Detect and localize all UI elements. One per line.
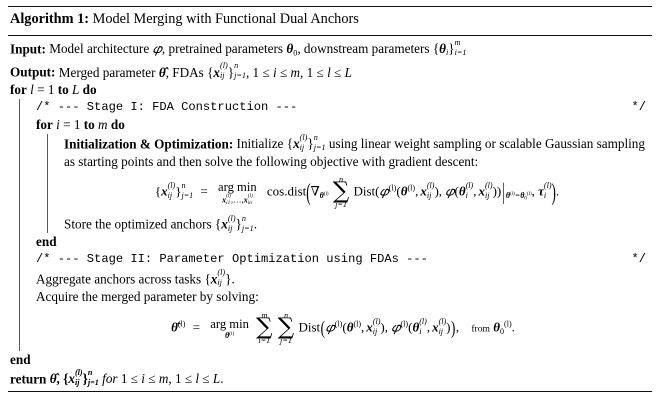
stage2-comment: /* --- Stage II: Parameter Optimization … <box>36 251 650 269</box>
stage2-comment-tail: */ <box>631 251 646 266</box>
argmin-operator: arg min x(l)i1,…,x(l)in <box>218 179 257 206</box>
input-label: Input: <box>10 41 46 57</box>
initialization-label: Initialization & Optimization: <box>64 136 234 152</box>
output-line: Output: Merged parameter θ̂, FDAs {x(l)i… <box>10 62 650 81</box>
from-label: from <box>471 323 491 335</box>
acquire-text: Acquire the merged parameter by solving: <box>36 288 259 304</box>
for-outer-line: for l = 1 to L do <box>10 82 97 98</box>
algorithm-number: Algorithm 1: <box>10 11 90 27</box>
outer-loop-body: /* --- Stage I: FDA Construction --- */ … <box>19 98 650 352</box>
top-rule <box>8 6 652 7</box>
summation-j: n ∑ j=1 <box>332 175 350 210</box>
algorithm-content: Input: Model architecture 𝜑, pretrained … <box>0 36 660 388</box>
initialization-step: Initialization & Optimization: Initializ… <box>64 133 650 170</box>
end-inner-keyword: end <box>36 234 57 250</box>
stage1-comment-tail: */ <box>631 99 646 114</box>
algorithm-body: Algorithm 1: Model Merging with Function… <box>0 7 660 32</box>
stage1-comment: /* --- Stage I: FDA Construction --- */ <box>36 99 650 117</box>
argmin-operator-theta: arg min θ(l) <box>210 316 249 340</box>
algorithm-caption: Algorithm 1: Model Merging with Function… <box>10 7 650 32</box>
header-rule <box>8 35 652 36</box>
stage1-comment-text: /* --- Stage I: FDA Construction --- <box>36 99 298 114</box>
bottom-rule <box>8 390 652 392</box>
for-inner-line: for i = 1 to m do <box>36 117 125 133</box>
stage2-equation: θ̂(l) = arg min θ(l) m ∑ i=1 n ∑ j=1 Dis… <box>171 311 515 346</box>
input-text: Model architecture 𝜑, pretrained paramet… <box>49 38 467 58</box>
acquire-line: Acquire the merged parameter by solving: <box>36 288 650 306</box>
output-label: Output: <box>10 64 56 80</box>
algorithm-title: Model Merging with Functional Dual Ancho… <box>92 11 359 27</box>
summation-i: m ∑ i=1 <box>256 311 273 346</box>
inner-loop-body: Initialization & Optimization: Initializ… <box>47 133 650 234</box>
aggregate-line: Aggregate anchors across tasks {x(l)ij}. <box>36 267 235 287</box>
input-line: Input: Model architecture 𝜑, pretrained … <box>10 36 650 62</box>
summation-j2: n ∑ j=1 <box>277 311 295 346</box>
end-inner-line: end <box>36 233 650 251</box>
stage2-comment-text: /* --- Stage II: Parameter Optimization … <box>36 251 428 266</box>
return-keyword: return <box>10 371 47 387</box>
end-outer-line: end <box>10 351 650 369</box>
end-outer-keyword: end <box>10 352 31 368</box>
